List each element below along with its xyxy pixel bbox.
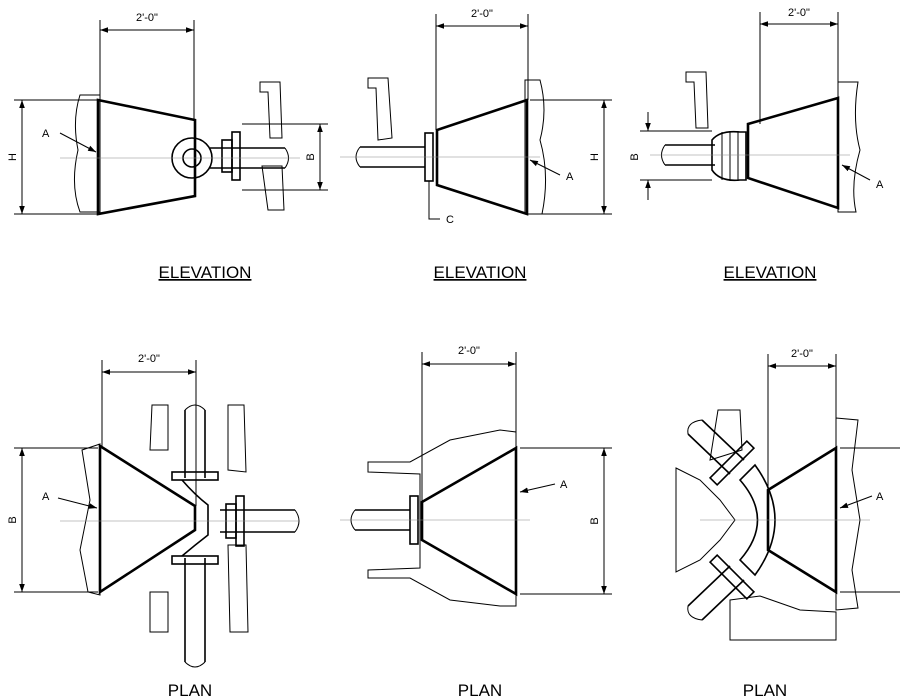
dim-h-label: H bbox=[7, 153, 19, 161]
dim-width-label: 2'-0" bbox=[138, 353, 160, 365]
view-title: PLAN bbox=[743, 681, 787, 700]
flange bbox=[708, 439, 756, 487]
view-title: PLAN bbox=[458, 681, 502, 700]
soil-hatch bbox=[835, 417, 861, 611]
dim-b-label: B bbox=[629, 153, 641, 160]
flange bbox=[231, 131, 241, 181]
elevation-view-1: 2'-0" H B A ELEVATION bbox=[7, 12, 328, 282]
soil-hatch bbox=[261, 165, 285, 211]
pipe bbox=[220, 509, 295, 533]
dim-width-label: 2'-0" bbox=[788, 7, 810, 19]
soil-hatch bbox=[227, 544, 249, 633]
elevation-view-3: 2'-0" B A ELEVATION bbox=[629, 7, 884, 282]
dim-width-label: 2'-0" bbox=[136, 12, 158, 24]
soil-hatch bbox=[709, 409, 743, 461]
flange bbox=[171, 471, 219, 481]
dim-b-label: B bbox=[589, 517, 601, 524]
pipe bbox=[360, 146, 425, 168]
tee bbox=[181, 479, 209, 557]
soil-hatch bbox=[79, 443, 101, 596]
dim-b-label: B bbox=[305, 153, 317, 160]
label-a: A bbox=[42, 128, 50, 140]
pipe bbox=[687, 419, 745, 475]
label-a: A bbox=[876, 179, 884, 191]
concrete-thrust-block bbox=[766, 445, 838, 595]
soil-hatch bbox=[685, 71, 709, 129]
soil-hatch bbox=[367, 77, 393, 141]
soil-hatch bbox=[74, 94, 101, 213]
pipe bbox=[355, 509, 410, 531]
elbow bbox=[738, 463, 776, 577]
plan-view-3: 2'-0" A PLAN bbox=[675, 348, 900, 700]
elbow bbox=[711, 130, 747, 182]
dim-width-label: 2'-0" bbox=[791, 348, 813, 360]
label-a: A bbox=[566, 171, 574, 183]
concrete-thrust-block bbox=[98, 443, 197, 595]
soil-hatch bbox=[524, 79, 547, 215]
concrete-thrust-block bbox=[96, 98, 197, 216]
label-a: A bbox=[876, 491, 884, 503]
concrete-thrust-block bbox=[420, 445, 518, 597]
concrete-thrust-block bbox=[746, 96, 840, 210]
plan-view-2: 2'-0" B A PLAN bbox=[340, 345, 612, 700]
soil-hatch bbox=[149, 404, 169, 451]
soil-hatch bbox=[227, 404, 247, 473]
dim-b-label: B bbox=[7, 516, 19, 523]
soil-hatch bbox=[729, 595, 837, 641]
flange bbox=[171, 555, 219, 565]
view-title: ELEVATION bbox=[159, 263, 252, 282]
soil-hatch bbox=[675, 467, 736, 573]
dim-h-label: H bbox=[589, 153, 601, 161]
label-c: C bbox=[446, 214, 454, 226]
soil-hatch bbox=[259, 81, 283, 139]
pipe bbox=[184, 410, 206, 662]
label-a: A bbox=[560, 479, 568, 491]
label-a: A bbox=[42, 491, 50, 503]
plan-view-1: 2'-0" B A PLAN bbox=[7, 353, 300, 700]
elevation-view-2: 2'-0" H A C ELEVATION bbox=[340, 8, 612, 282]
view-title: ELEVATION bbox=[724, 263, 817, 282]
dim-width-label: 2'-0" bbox=[471, 8, 493, 20]
view-title: PLAN bbox=[168, 681, 212, 700]
pipe bbox=[665, 144, 715, 166]
concrete-thrust-block bbox=[435, 98, 529, 216]
soil-hatch bbox=[837, 81, 861, 213]
pipe bbox=[687, 565, 745, 621]
view-title: ELEVATION bbox=[434, 263, 527, 282]
flange bbox=[708, 553, 756, 601]
soil-hatch bbox=[149, 591, 169, 633]
soil-hatch bbox=[367, 429, 517, 607]
dim-width-label: 2'-0" bbox=[458, 345, 480, 357]
